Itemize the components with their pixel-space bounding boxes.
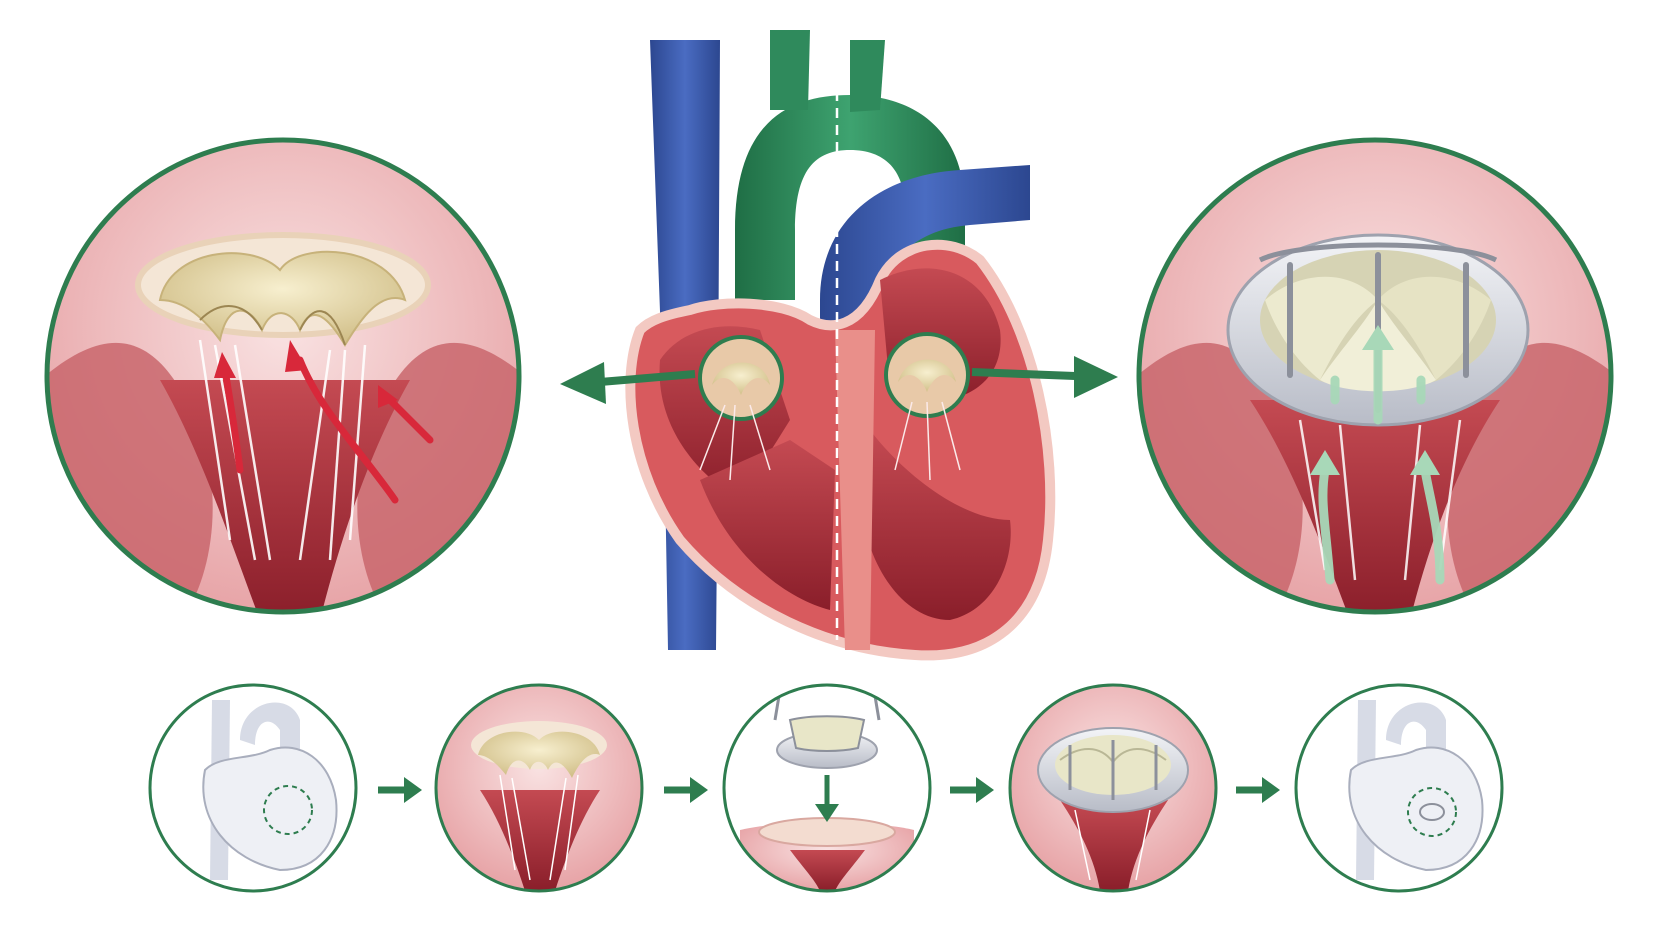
step-arrow-icon xyxy=(664,777,708,803)
arrow-right-icon xyxy=(971,356,1118,398)
step-2 xyxy=(434,683,644,893)
step-arrow-icon xyxy=(950,777,994,803)
step-4 xyxy=(1008,683,1218,893)
step-arrow-icon xyxy=(378,777,422,803)
arrow-down-icon xyxy=(815,775,839,822)
step-arrow-icon xyxy=(1236,777,1280,803)
step-5 xyxy=(1294,683,1504,893)
step-1 xyxy=(148,683,358,893)
step-3 xyxy=(722,683,932,893)
diseased-valve-detail xyxy=(44,137,522,615)
implanted-valve-detail xyxy=(1136,137,1614,615)
heart-cross-section xyxy=(625,30,1056,661)
arrow-left-icon xyxy=(560,362,696,404)
